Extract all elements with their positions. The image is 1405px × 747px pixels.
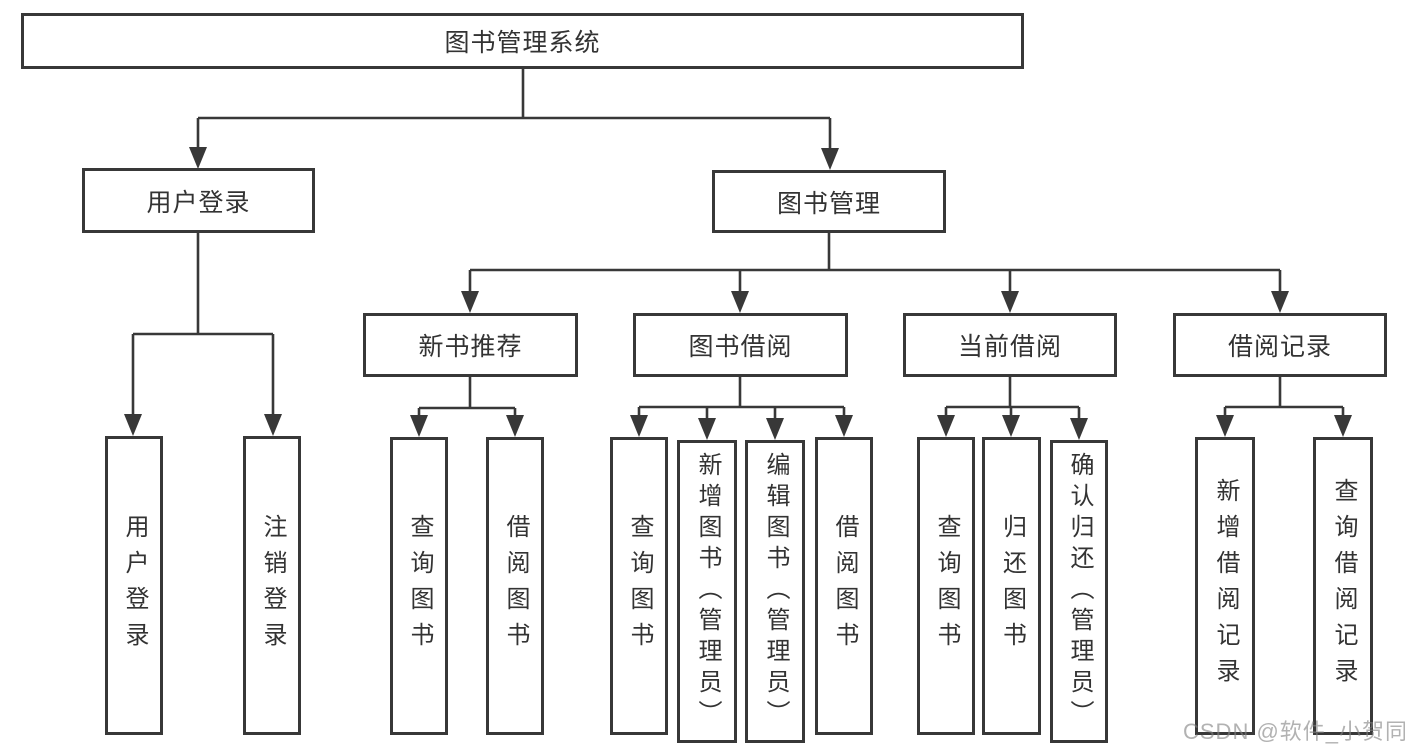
connector-new-book-subtree — [410, 377, 524, 437]
node-user-login: 用户登录 — [82, 168, 315, 233]
leaf-add-borrow-record: 新增借阅记录 — [1195, 437, 1255, 735]
leaf-query-borrow-record: 查询借阅记录 — [1313, 437, 1373, 735]
node-current-borrow: 当前借阅 — [903, 313, 1117, 377]
leaf-borrow-book-2: 借阅图书 — [815, 437, 873, 735]
leaf-edit-book-admin: 编辑图书（管理员） — [745, 440, 805, 743]
node-book-borrow: 图书借阅 — [633, 313, 848, 377]
leaf-query-book-2: 查询图书 — [610, 437, 668, 735]
node-root: 图书管理系统 — [21, 13, 1024, 69]
connector-root-to-level2 — [189, 69, 839, 170]
leaf-logout: 注销登录 — [243, 436, 301, 735]
leaf-borrow-book-1: 借阅图书 — [486, 437, 544, 735]
node-borrow-records: 借阅记录 — [1173, 313, 1387, 377]
leaf-return-book: 归还图书 — [982, 437, 1041, 735]
watermark-text: CSDN @软件_小贺同学 — [1183, 719, 1405, 744]
leaf-query-book-3: 查询图书 — [917, 437, 975, 735]
leaf-query-book-1: 查询图书 — [390, 437, 448, 735]
connector-book-borrow-subtree — [630, 377, 853, 440]
connector-current-borrow-subtree — [937, 377, 1088, 440]
connector-book-management-subtree — [461, 233, 1289, 313]
connector-user-login-subtree — [124, 233, 282, 436]
leaf-add-book-admin: 新增图书（管理员） — [677, 440, 737, 743]
node-book-management: 图书管理 — [712, 170, 946, 233]
leaf-user-login: 用户登录 — [105, 436, 163, 735]
node-new-book-recommend: 新书推荐 — [363, 313, 578, 377]
leaf-confirm-return-admin: 确认归还（管理员） — [1050, 440, 1108, 743]
connector-borrow-records-subtree — [1216, 377, 1352, 437]
